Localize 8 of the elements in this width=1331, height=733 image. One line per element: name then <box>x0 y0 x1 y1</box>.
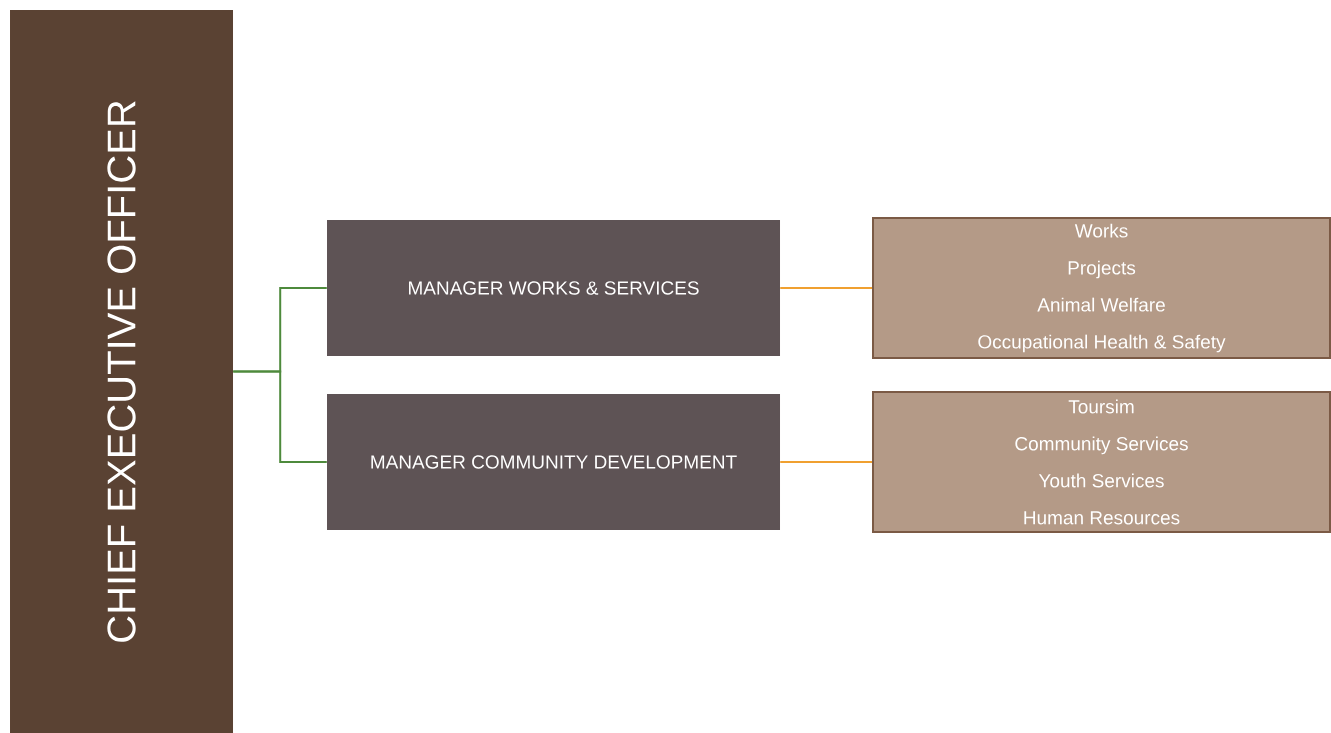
connector <box>779 287 873 289</box>
department-box: Toursim Community Services Youth Services Human Resources <box>872 391 1331 533</box>
connector <box>779 461 873 463</box>
executive-box: CHIEF EXECUTIVE OFFICER <box>10 10 233 733</box>
connector <box>232 370 328 463</box>
manager-box: MANAGER COMMUNITY DEVELOPMENT <box>327 394 780 530</box>
department-box: Works Projects Animal Welfare Occupational Health & Safety <box>872 217 1331 359</box>
manager-box: MANAGER WORKS & SERVICES <box>327 220 780 356</box>
